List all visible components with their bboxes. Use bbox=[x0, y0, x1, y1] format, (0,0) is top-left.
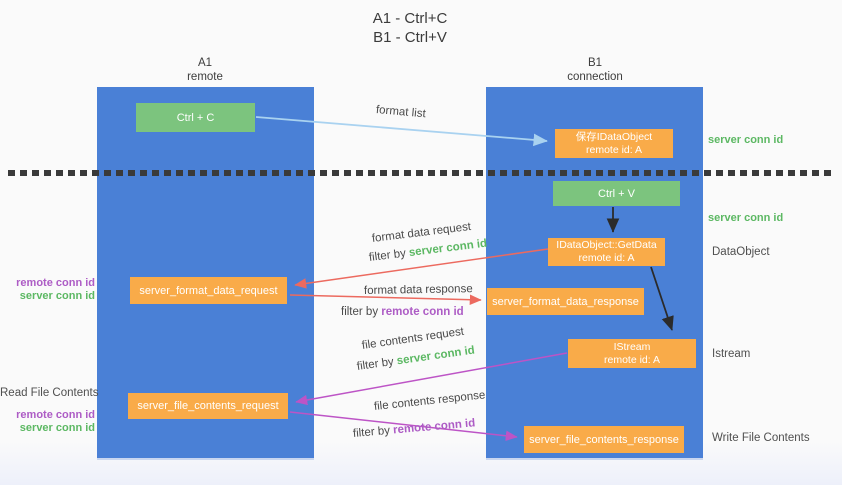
file-contents-response-label: file contents response bbox=[373, 389, 486, 413]
server-format-data-response-label: server_format_data_response bbox=[492, 295, 639, 308]
save-idataobject-title: 保存IDataObject bbox=[575, 130, 653, 143]
istream-side-label: Istream bbox=[712, 348, 751, 360]
remote-conn-id-emph: remote conn id bbox=[381, 306, 464, 318]
server-conn-id-emph: server conn id bbox=[396, 344, 476, 368]
filter-by-text: filter by bbox=[341, 306, 382, 318]
remote-conn-id-label-2: remote conn id bbox=[16, 409, 95, 421]
istream-box: IStream remote id: A bbox=[568, 339, 696, 368]
remote-conn-id-emph: remote conn id bbox=[392, 417, 476, 437]
idataobject-getdata-box: IDataObject::GetData remote id: A bbox=[548, 238, 665, 266]
lane-a1-name: A1 bbox=[197, 57, 213, 69]
file-response-filter-label: filter by remote conn id bbox=[352, 417, 475, 440]
istream-remote-id: remote id: A bbox=[603, 353, 661, 366]
title-line-2: B1 - Ctrl+V bbox=[373, 29, 447, 46]
server-file-contents-request-box: server_file_contents_request bbox=[128, 393, 288, 419]
lane-b1-name: B1 bbox=[587, 57, 603, 69]
server-conn-id-label-2: server conn id bbox=[19, 422, 95, 434]
lane-header-a1: A1 remote bbox=[135, 56, 275, 84]
server-file-contents-response-box: server_file_contents_response bbox=[524, 426, 684, 453]
server-format-data-request-box: server_format_data_request bbox=[130, 277, 287, 304]
ctrl-c-label: Ctrl + C bbox=[176, 111, 215, 124]
ctrl-v-label: Ctrl + V bbox=[598, 187, 635, 200]
lane-a1-subtitle: remote bbox=[187, 71, 223, 83]
read-file-contents-label: Read File Contents bbox=[0, 387, 99, 399]
save-idataobject-box: 保存IDataObject remote id: A bbox=[555, 129, 673, 158]
server-conn-id-label-mid: server conn id bbox=[708, 212, 784, 224]
format-response-filter-label: filter by remote conn id bbox=[341, 306, 464, 318]
getdata-remote-id: remote id: A bbox=[578, 252, 635, 264]
server-file-contents-response-label: server_file_contents_response bbox=[529, 433, 679, 446]
server-conn-id-label-top: server conn id bbox=[708, 134, 784, 146]
title-line-1: A1 - Ctrl+C bbox=[372, 10, 448, 27]
filter-by-text: filter by bbox=[356, 355, 398, 373]
lane-header-b1: B1 connection bbox=[525, 56, 665, 84]
getdata-title: IDataObject::GetData bbox=[556, 239, 657, 251]
server-format-data-request-label: server_format_data_request bbox=[139, 284, 278, 297]
diagram-title: A1 - Ctrl+C B1 - Ctrl+V bbox=[320, 9, 500, 47]
lane-b1-subtitle: connection bbox=[567, 71, 623, 83]
dataobject-label: DataObject bbox=[712, 246, 770, 258]
write-file-contents-label: Write File Contents bbox=[712, 432, 810, 444]
server-file-contents-request-label: server_file_contents_request bbox=[137, 400, 279, 412]
format-data-response-label: format data response bbox=[363, 283, 473, 297]
server-format-data-response-box: server_format_data_response bbox=[487, 288, 644, 315]
ctrl-v-box: Ctrl + V bbox=[553, 181, 680, 206]
filter-by-text: filter by bbox=[352, 424, 394, 440]
remote-conn-id-label-1: remote conn id bbox=[16, 277, 95, 289]
ctrl-c-box: Ctrl + C bbox=[136, 103, 255, 132]
dotted-divider-line bbox=[8, 170, 836, 176]
server-conn-id-emph: server conn id bbox=[408, 237, 488, 260]
server-conn-id-label-1: server conn id bbox=[19, 290, 95, 302]
istream-title: IStream bbox=[613, 340, 651, 353]
save-idataobject-remote-id: remote id: A bbox=[585, 143, 643, 156]
format-list-label: format list bbox=[375, 104, 427, 121]
filter-by-text: filter by bbox=[368, 247, 410, 264]
